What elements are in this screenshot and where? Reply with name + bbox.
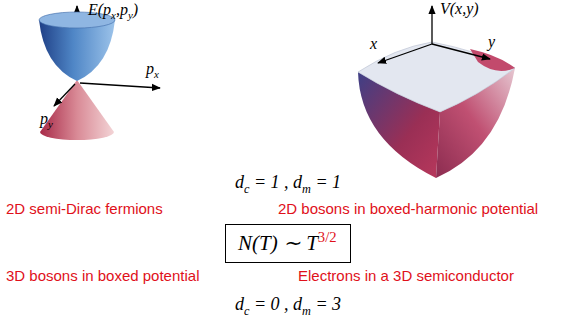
v-axis [431, 6, 432, 44]
axis-label: y [488, 33, 495, 51]
system-label: Electrons in a 3D semiconductor [298, 267, 514, 284]
system-label: 2D bosons in boxed-harmonic potential [278, 200, 538, 217]
axis-label: py [40, 110, 53, 131]
x-axis [378, 44, 432, 63]
potential-floor [358, 42, 515, 112]
axis-label: px [146, 60, 159, 81]
dimension-equation: dc = 1 , dm = 1 [235, 172, 341, 196]
formula-box: N(T) ∼ T3/2 [225, 224, 351, 263]
potential-inner-wall [470, 49, 515, 71]
axis-label: x [370, 35, 377, 53]
axis-label: V(x,y) [440, 0, 479, 18]
boxed-harmonic-potential [358, 6, 515, 178]
axis-label: E(px,py) [88, 1, 138, 22]
py-axis [54, 84, 75, 106]
system-label: 2D semi-Dirac fermions [6, 200, 163, 217]
dimension-equation: dc = 0 , dm = 3 [235, 294, 341, 318]
px-axis [80, 83, 160, 88]
system-label: 3D bosons in boxed potential [6, 267, 199, 284]
semi-dirac-dispersion [39, 6, 160, 140]
lower-cone [40, 80, 114, 140]
upper-paraboloid [39, 20, 115, 81]
formula-text: N(T) ∼ T3/2 [238, 229, 338, 256]
y-axis [432, 44, 490, 59]
